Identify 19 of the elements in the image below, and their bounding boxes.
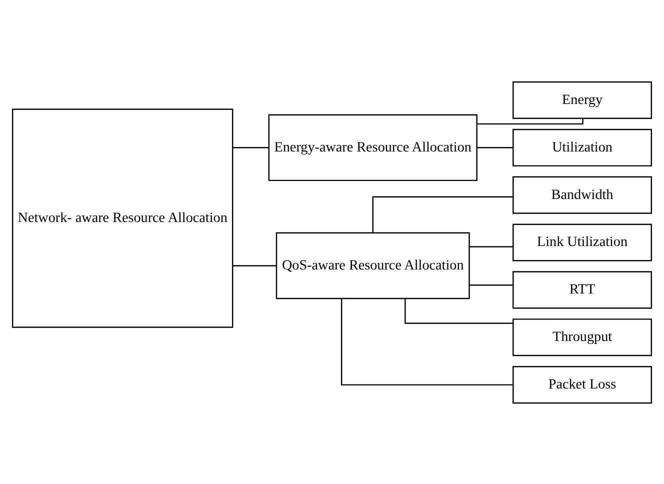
node-box: QoS-aware Resource Allocation bbox=[276, 232, 470, 299]
connector bbox=[404, 298, 514, 324]
connector bbox=[340, 298, 513, 385]
node-box: RTT bbox=[512, 270, 652, 308]
node-box: Energy-aware Resource Allocation bbox=[268, 114, 478, 181]
connector bbox=[469, 284, 513, 286]
connector bbox=[232, 146, 269, 148]
node-box: Link Utilization bbox=[512, 223, 652, 261]
connector bbox=[372, 196, 514, 232]
node-box: Energy bbox=[512, 80, 652, 118]
connector bbox=[476, 118, 584, 124]
node-box: Packet Loss bbox=[512, 366, 652, 404]
node-box: Utilization bbox=[512, 128, 652, 166]
connector bbox=[232, 264, 276, 266]
node-box: Througput bbox=[512, 318, 652, 356]
connector bbox=[476, 146, 513, 148]
node-box: Bandwidth bbox=[512, 176, 652, 214]
node-box: Network- aware Resource Allocation bbox=[12, 108, 234, 328]
connector bbox=[469, 246, 513, 247]
